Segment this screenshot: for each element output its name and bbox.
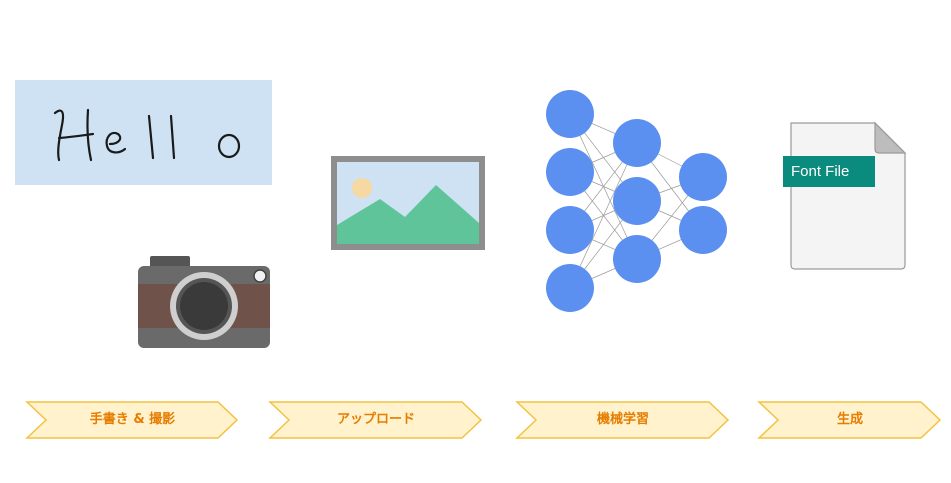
neural-network-icon [546,90,727,312]
font-file-label: Font File [783,156,875,187]
camera-icon [138,256,270,348]
nn-node [546,90,594,138]
nn-node [613,119,661,167]
nn-node [546,264,594,312]
nn-edge [569,142,638,289]
step-label-ml: 機械学習 [596,412,649,427]
file-icon [790,121,907,270]
step-label-handwrite: 手書き & 撮影 [89,412,176,427]
nn-node [679,206,727,254]
step-chevron-upload [268,401,483,439]
nn-node [546,148,594,196]
step-chevron-ml [515,401,730,439]
handwriting-card [15,80,272,185]
step-label-upload: アップロード [336,412,415,427]
handwritten-hello-text [53,108,241,162]
picture-icon [331,156,485,250]
step-chevron-generate [757,401,942,439]
nn-node [613,235,661,283]
nn-node [613,177,661,225]
step-chevron-handwrite [25,401,239,439]
nn-node [679,153,727,201]
nn-node [546,206,594,254]
step-label-generate: 生成 [836,412,863,427]
